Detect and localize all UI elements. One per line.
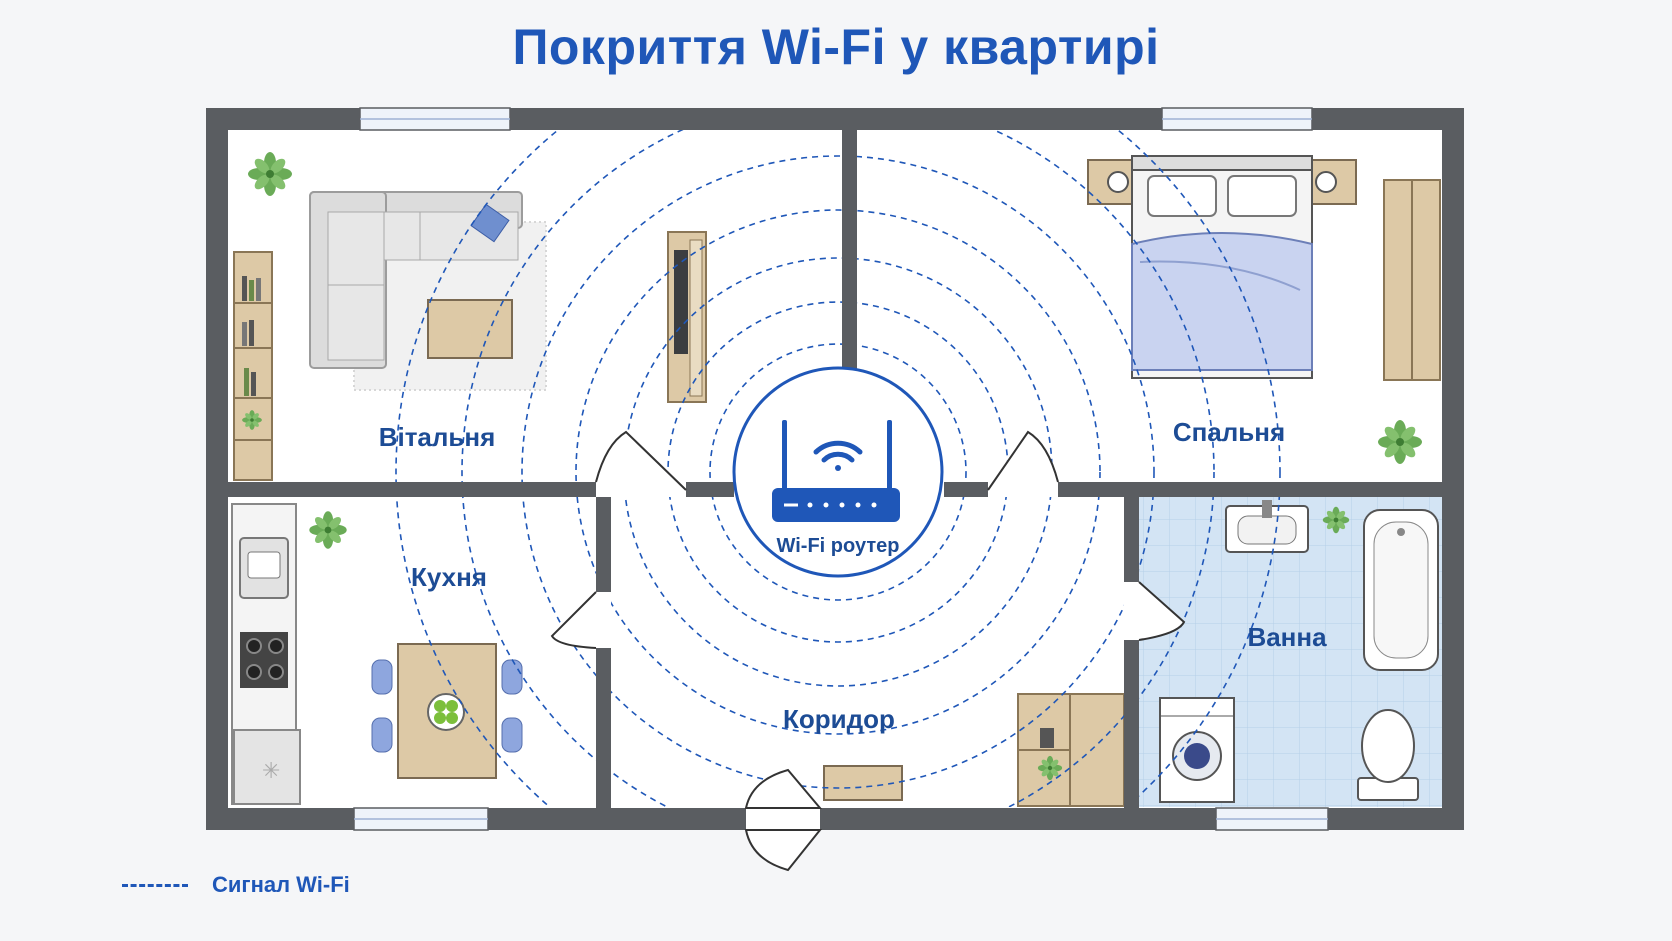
sofa bbox=[309, 191, 547, 391]
signal-ring bbox=[575, 209, 1101, 735]
legend: Сигнал Wi-Fi bbox=[122, 872, 350, 898]
dining-table bbox=[371, 643, 523, 779]
coffee-table bbox=[427, 299, 513, 359]
room-label-bathroom: Ванна bbox=[1247, 622, 1327, 652]
room-label-living: Вітальня bbox=[379, 422, 496, 452]
page-title: Покриття Wi-Fi у квартирі bbox=[512, 19, 1160, 75]
bed bbox=[1087, 155, 1357, 379]
bookshelf bbox=[233, 251, 273, 481]
room-label-kitchen: Кухня bbox=[411, 562, 487, 592]
wifi-icon bbox=[813, 440, 863, 471]
signal-ring bbox=[521, 155, 1155, 789]
toilet bbox=[1357, 709, 1419, 801]
room-label-bedroom: Спальня bbox=[1173, 417, 1285, 447]
kitchen-counter: ✳ bbox=[231, 503, 301, 805]
dashed-line-icon bbox=[122, 883, 188, 887]
washing-machine bbox=[1159, 697, 1235, 803]
tv-unit bbox=[667, 231, 707, 403]
doors bbox=[550, 430, 1186, 872]
wardrobe bbox=[1383, 179, 1441, 381]
svg-text:✳: ✳ bbox=[262, 759, 280, 784]
bathtub bbox=[1363, 509, 1439, 671]
legend-signal-label: Сигнал Wi-Fi bbox=[212, 872, 350, 897]
wifi-router: Wi-Fi роутер bbox=[732, 366, 944, 578]
shoe-cabinet bbox=[1017, 693, 1125, 807]
signal-ring bbox=[461, 130, 1215, 807]
router-label: Wi-Fi роутер bbox=[777, 535, 900, 557]
walls bbox=[206, 108, 1464, 830]
room-label-corridor: Коридор bbox=[783, 704, 895, 734]
windows bbox=[353, 107, 1329, 831]
signal-ring bbox=[395, 130, 1281, 807]
doormat bbox=[823, 765, 903, 801]
signal-ring bbox=[709, 343, 967, 601]
washbasin bbox=[1225, 500, 1309, 553]
